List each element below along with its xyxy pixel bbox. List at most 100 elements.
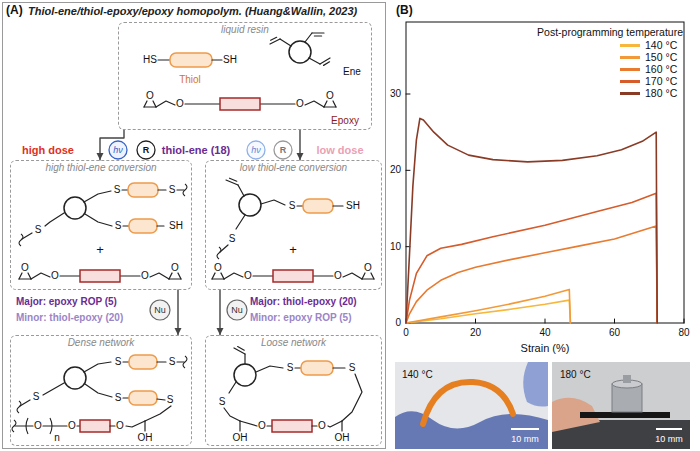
atom-label: S <box>349 362 356 374</box>
bond-line <box>261 200 285 205</box>
chain-continuation <box>17 401 21 413</box>
bond-line <box>362 278 374 279</box>
thiol-unit <box>129 391 157 405</box>
photo-140 <box>395 362 548 449</box>
atom-label: n <box>54 432 60 444</box>
bond-line <box>158 189 166 190</box>
atom-label: O <box>141 270 149 282</box>
bond-line <box>312 32 324 33</box>
bond-line <box>295 367 301 368</box>
arrow-head <box>217 328 224 335</box>
bond-line <box>324 62 330 66</box>
atom-label: S <box>33 391 40 403</box>
scale-label: 10 mm <box>511 434 539 444</box>
bond-line <box>333 101 336 107</box>
box-heading: Dense network <box>68 337 135 349</box>
bond-line <box>230 178 237 181</box>
tick-label: 80 <box>678 327 689 339</box>
epoxy-core-unit <box>220 98 260 110</box>
bond-line <box>253 275 273 276</box>
bond-line <box>178 273 181 279</box>
atom-label: HS <box>143 54 157 66</box>
bond-line <box>371 273 374 279</box>
panel-frame: Thiol-ene/thiol-epoxy/epoxy homopolym. (… <box>2 2 386 449</box>
legend-entry: 150 °C <box>645 51 677 63</box>
atom-label: O <box>34 420 42 432</box>
nucleophile-icon-text: Nu <box>231 305 243 315</box>
bond-line <box>31 273 50 279</box>
atom-label: S <box>115 220 122 232</box>
atom-label: O <box>296 98 304 110</box>
stress-strain-curve <box>406 193 657 323</box>
bond-line <box>126 421 145 427</box>
chart-frame <box>406 22 684 323</box>
bond-line <box>19 273 22 279</box>
atom-label: S <box>229 233 236 245</box>
bond-line <box>314 35 321 36</box>
ene-core <box>239 194 261 216</box>
atom-label: S <box>169 356 176 368</box>
atom-label: OH <box>138 432 153 444</box>
bond-line <box>123 361 129 362</box>
bond-line <box>45 213 64 226</box>
bond-line <box>156 101 175 107</box>
ene-core <box>64 367 86 389</box>
chain-continuation <box>183 356 187 368</box>
bond-line <box>60 275 80 276</box>
bond-line <box>406 170 410 171</box>
bond-line <box>123 397 129 398</box>
bond-line <box>145 406 171 421</box>
dose-label: low dose <box>316 144 363 157</box>
bond-line <box>280 39 291 46</box>
thiol-unit <box>129 219 157 233</box>
tick-label: 0 <box>395 317 401 329</box>
atom-label: O <box>68 420 76 432</box>
epoxy-core-unit <box>80 420 110 432</box>
bond-line <box>185 103 220 104</box>
bond-line <box>157 225 164 226</box>
bond-line <box>157 399 165 400</box>
bond-line <box>312 425 317 426</box>
flow-arrow <box>97 130 125 160</box>
stress-strain-curve <box>406 300 570 323</box>
tick-label: 20 <box>390 164 401 176</box>
atom-label: O <box>51 270 59 282</box>
atom-label: O <box>116 420 124 432</box>
bond-line <box>123 225 129 226</box>
bond-line <box>212 278 224 279</box>
bond-line <box>158 59 170 60</box>
bond-line <box>84 191 111 202</box>
atom-label: S <box>219 396 226 408</box>
panel-letter: (B) <box>396 4 413 18</box>
arrow-head <box>175 328 182 335</box>
atom-label: O <box>326 90 334 102</box>
stress-strain-curve <box>406 226 657 323</box>
photo-ground <box>552 362 690 449</box>
bond-line <box>43 383 64 395</box>
bond-line <box>177 189 184 190</box>
ene-core <box>289 41 311 63</box>
bond-line <box>256 366 283 372</box>
monomer-name: Thiol <box>179 74 201 86</box>
light-icon-text: hν <box>113 145 123 155</box>
photo-label: 140 °C <box>402 369 433 381</box>
stress-strain-curve <box>406 289 570 323</box>
bond-line <box>297 205 303 206</box>
tick-label: 0 <box>403 327 409 339</box>
bond-line <box>157 361 166 362</box>
reaction-icon <box>109 141 127 159</box>
atom-label: S <box>115 392 122 404</box>
reaction-icon <box>137 141 155 159</box>
tick-label: 30 <box>390 88 401 100</box>
reaction-label: thiol-ene (18) <box>162 144 230 157</box>
atom-label: O <box>146 90 154 102</box>
legend-entry: 180 °C <box>645 87 677 99</box>
legend-swatch <box>620 80 640 83</box>
scale-bar <box>656 428 682 430</box>
atom-label: OH <box>335 432 350 444</box>
nucleophile-icon-text: Nu <box>154 305 166 315</box>
bond-line <box>324 106 336 107</box>
bond-line <box>342 374 362 421</box>
